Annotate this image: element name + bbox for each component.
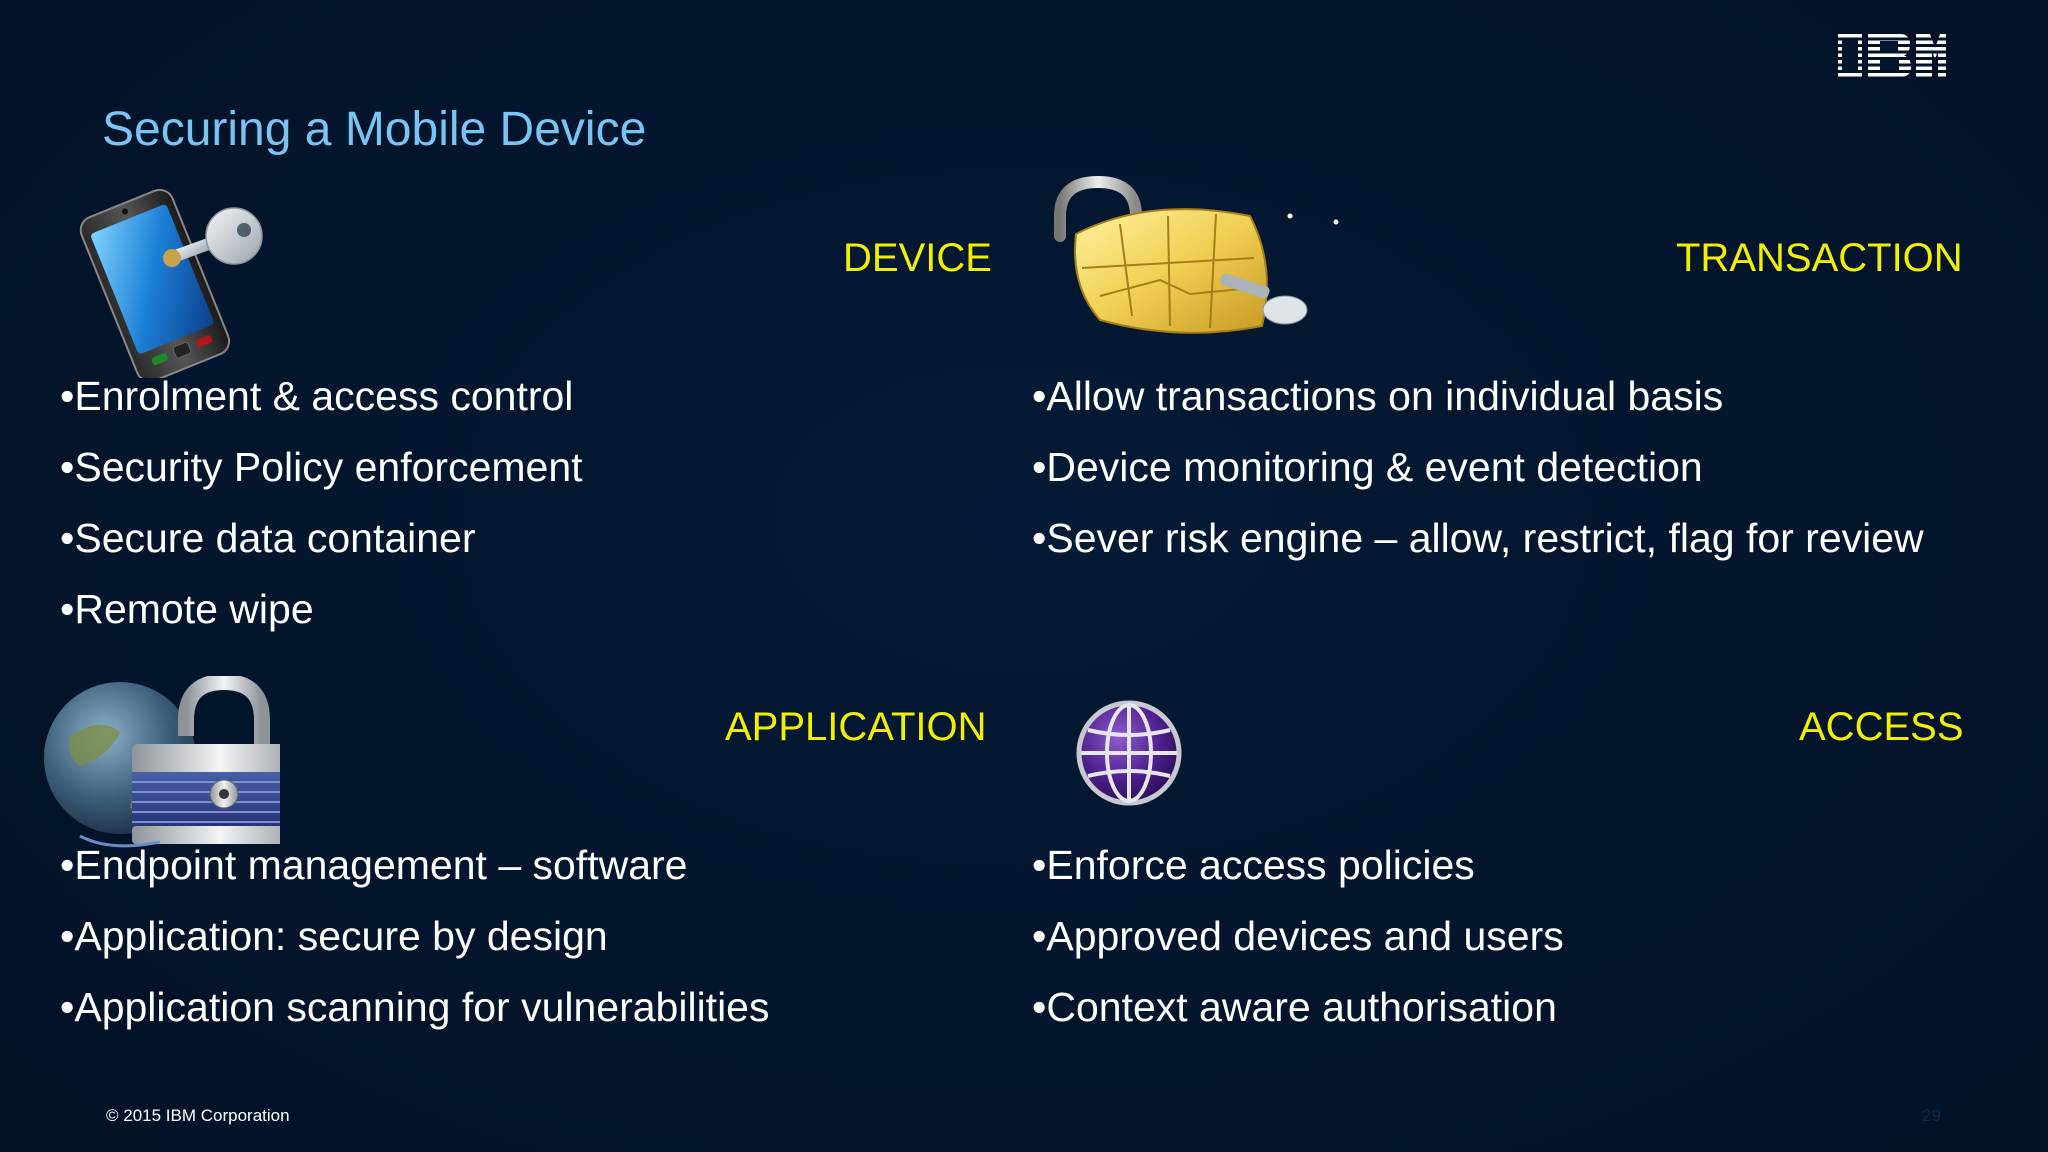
- list-item: Context aware authorisation: [1032, 972, 1564, 1043]
- list-item: Enforce access policies: [1032, 830, 1564, 901]
- phone-with-key-icon: [79, 188, 263, 378]
- heading-device: DEVICE: [843, 236, 992, 280]
- list-item: Sever risk engine – allow, restrict, fla…: [1032, 503, 1923, 574]
- copyright-footer: © 2015 IBM Corporation: [106, 1106, 290, 1125]
- list-item: Security Policy enforcement: [60, 432, 582, 503]
- list-item: Enrolment & access control: [60, 361, 583, 432]
- list-item: Application scanning for vulnerabilities: [60, 972, 769, 1043]
- list-item: Device monitoring & event detection: [1032, 432, 1924, 503]
- globe-icon: [1076, 700, 1182, 806]
- transaction-bullet-list: Allow transactions on individual basis D…: [1032, 361, 1924, 574]
- application-bullet-list: Endpoint management – software Applicati…: [60, 830, 769, 1043]
- slide-title: Securing a Mobile Device: [102, 103, 647, 156]
- page-number: 29: [1922, 1106, 1941, 1125]
- ibm-logo: [1838, 34, 1946, 77]
- heading-transaction: TRANSACTION: [1676, 236, 1963, 280]
- list-item: Application: secure by design: [60, 901, 769, 972]
- list-item: Allow transactions on individual basis: [1032, 361, 1924, 432]
- chip-padlock-icon: [1054, 176, 1339, 334]
- globe-padlock-icon: [44, 676, 280, 848]
- heading-application: APPLICATION: [725, 705, 987, 749]
- list-item: Remote wipe: [60, 574, 583, 645]
- heading-access: ACCESS: [1799, 705, 1964, 749]
- list-item: Endpoint management – software: [60, 830, 769, 901]
- access-bullet-list: Enforce access policies Approved devices…: [1032, 830, 1564, 1043]
- device-bullet-list: Enrolment & access control Security Poli…: [60, 361, 583, 645]
- list-item: Secure data container: [60, 503, 583, 574]
- list-item: Approved devices and users: [1032, 901, 1563, 972]
